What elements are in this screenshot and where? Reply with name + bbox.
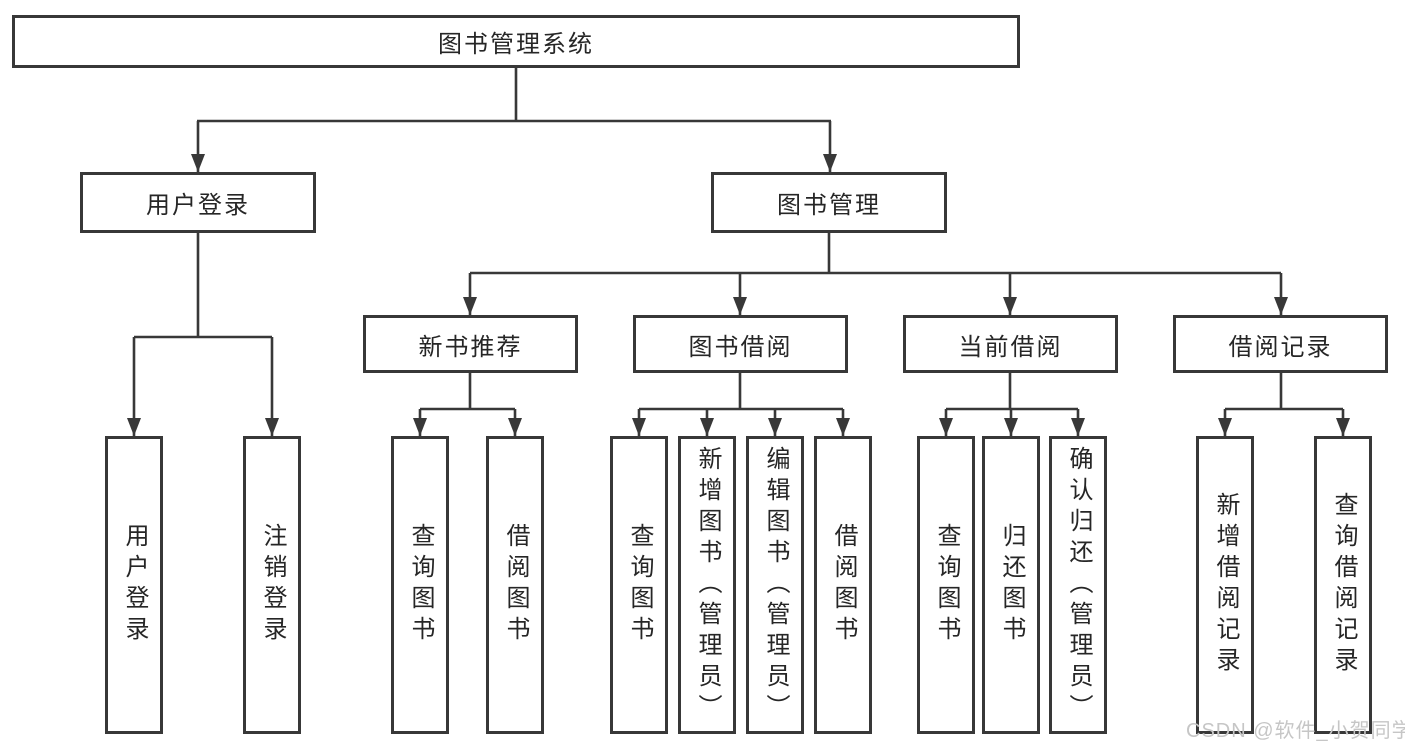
node-current-borrowing: 当前借阅 [903,315,1118,373]
node-label: 查询图书 [933,523,960,647]
node-borrowing-records: 借阅记录 [1173,315,1388,373]
node-leaf-confirm-return-admin: 确认归还（管理员） [1049,436,1107,734]
node-leaf-logout: 注销登录 [243,436,301,734]
node-leaf-user-login: 用户登录 [105,436,163,734]
node-label: 图书借阅 [688,333,793,361]
connector-book-management-children [463,233,1288,315]
node-new-book-recommend: 新书推荐 [363,315,578,373]
node-label: 查询图书 [407,523,434,647]
node-leaf-add-borrow-record: 新增借阅记录 [1196,436,1254,734]
node-label: 图书管理 [777,192,881,219]
node-label: 用户登录 [146,192,250,219]
node-label: 查询借阅记录 [1330,492,1357,678]
node-leaf-current-query-books: 查询图书 [917,436,975,734]
node-label: 查询图书 [626,523,653,647]
node-label: 图书管理系统 [438,31,594,58]
connector-borrowing-records-children [1218,373,1350,436]
connector-root-to-level2 [191,68,837,172]
node-label: 用户登录 [121,523,148,647]
node-leaf-borrowing-query-books: 查询图书 [610,436,668,734]
node-label: 确认归还（管理员） [1065,445,1092,725]
node-label: 新增图书（管理员） [694,445,721,725]
node-label: 当前借阅 [958,333,1063,361]
node-label: 借阅图书 [830,523,857,647]
node-leaf-add-books-admin: 新增图书（管理员） [678,436,736,734]
node-leaf-borrowing-borrow-books: 借阅图书 [814,436,872,734]
node-label: 借阅记录 [1228,333,1333,361]
node-book-management: 图书管理 [711,172,947,233]
node-leaf-recommend-query-books: 查询图书 [391,436,449,734]
node-label: 借阅图书 [502,523,529,647]
node-label: 归还图书 [998,523,1025,647]
node-label: 新书推荐 [418,333,523,361]
node-leaf-recommend-borrow-books: 借阅图书 [486,436,544,734]
connector-book-borrowing-children [632,373,850,436]
node-root-library-management-system: 图书管理系统 [12,15,1020,68]
node-label: 编辑图书（管理员） [762,445,789,725]
node-user-login: 用户登录 [80,172,316,233]
node-leaf-query-borrow-record: 查询借阅记录 [1314,436,1372,734]
node-label: 注销登录 [259,523,286,647]
node-leaf-return-books: 归还图书 [982,436,1040,734]
node-book-borrowing: 图书借阅 [633,315,848,373]
csdn-watermark: CSDN @软件_小贺同学 [1186,720,1405,742]
connector-current-borrowing-children [939,373,1085,436]
node-label: 新增借阅记录 [1212,492,1239,678]
connector-new-book-recommend-children [413,373,522,436]
node-leaf-edit-books-admin: 编辑图书（管理员） [746,436,804,734]
connector-user-login-children [127,233,279,436]
